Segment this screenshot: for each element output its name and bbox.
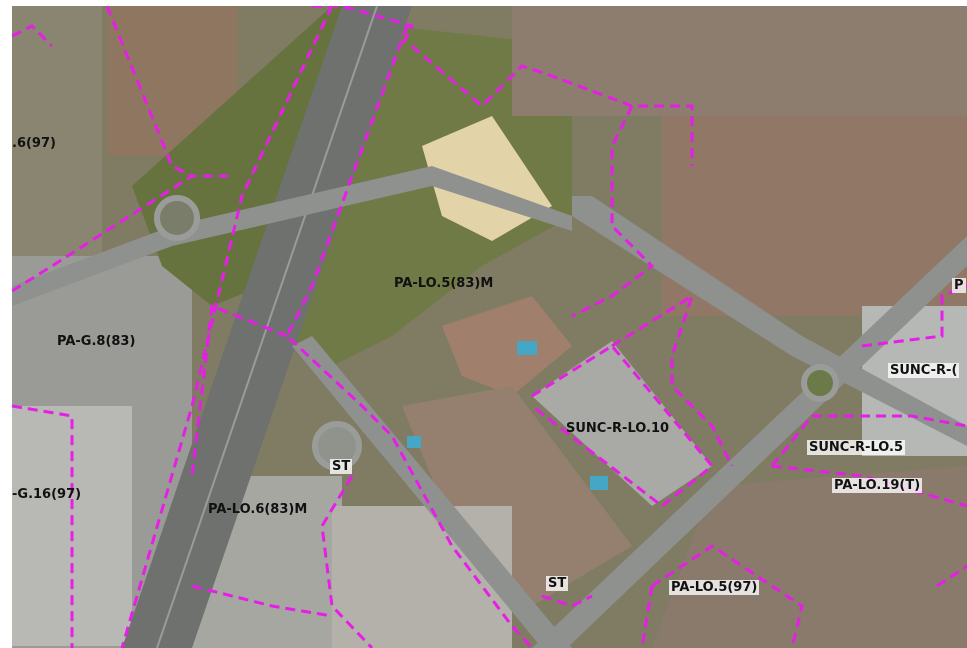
residential-lower-right <box>652 466 967 648</box>
boundary-pa-g16 <box>12 404 74 648</box>
boundary-pa-lo19 <box>771 464 967 508</box>
boundary-pa-lo5-97-west <box>640 585 654 648</box>
aerial-zoning-map[interactable]: .6(97) PA-LO.5(83)M PA-G.8(83) P SUNC-R-… <box>12 6 967 648</box>
boundary-park-east <box>571 105 655 318</box>
map-canvas <box>12 6 967 648</box>
diagonal-road-center <box>292 336 572 648</box>
boundary-pa-lo6 <box>190 303 288 477</box>
industrial-lower-center <box>332 506 512 648</box>
residential-blocks-top <box>512 6 967 116</box>
residential-upper-left <box>12 6 102 256</box>
zone-label-pa-g16-97: -G.16(97) <box>12 487 82 502</box>
zone-label-pa-lo5-83m: PA-LO.5(83)M <box>394 276 494 291</box>
boundary-sunc-r-lo10 <box>531 344 715 508</box>
boundary-sunc-r-lo5 <box>770 414 967 467</box>
zone-label-pa-lo19-t: PA-LO.19(T) <box>832 478 923 493</box>
boundary-highway-west <box>120 6 334 648</box>
zoning-boundaries <box>12 6 967 648</box>
residential-lower-center <box>402 386 632 606</box>
swimming-pool-lower <box>590 476 608 490</box>
east-road <box>572 196 967 446</box>
warehouse-roofs-left <box>12 406 132 646</box>
central-apartment-block <box>442 296 572 396</box>
zone-label-sunc-r-lo5: SUNC-R-LO.5 <box>807 440 906 455</box>
swimming-pool-left <box>407 436 421 448</box>
boundary-pa-lo5-97 <box>651 544 804 648</box>
zone-label-sunc-r-lo10: SUNC-R-LO.10 <box>566 421 670 436</box>
roundabout-upper <box>154 195 200 241</box>
zone-label-pa-g8-83: PA-G.8(83) <box>57 334 136 349</box>
zone-label-sunc-r-edge: SUNC-R-( <box>888 363 960 378</box>
boundary-north <box>411 44 694 166</box>
zone-label-pa-g6-97: .6(97) <box>12 136 56 151</box>
zone-label-pa-lo5-97: PA-LO.5(97) <box>669 580 760 595</box>
zone-label-st-lower: ST <box>546 576 569 591</box>
zone-label-p-edge: P <box>952 278 966 293</box>
main-avenue <box>532 236 967 648</box>
boundary-lower-left <box>191 584 333 618</box>
boundary-top-center <box>312 6 415 47</box>
roundabout-right <box>801 364 839 402</box>
large-roof-area <box>532 341 712 506</box>
park-area <box>292 26 572 366</box>
boundary-lower-center <box>320 475 374 648</box>
boundary-far-right <box>936 564 967 588</box>
swimming-pool-central <box>517 341 537 355</box>
boundary-top-left <box>12 24 54 48</box>
zone-label-pa-lo6-83m: PA-LO.6(83)M <box>208 502 308 517</box>
boundary-park-west <box>285 25 534 648</box>
zone-label-st-upper: ST <box>330 459 353 474</box>
boundary-pa-g8-top <box>12 174 232 293</box>
boundary-upper-left <box>105 6 193 178</box>
